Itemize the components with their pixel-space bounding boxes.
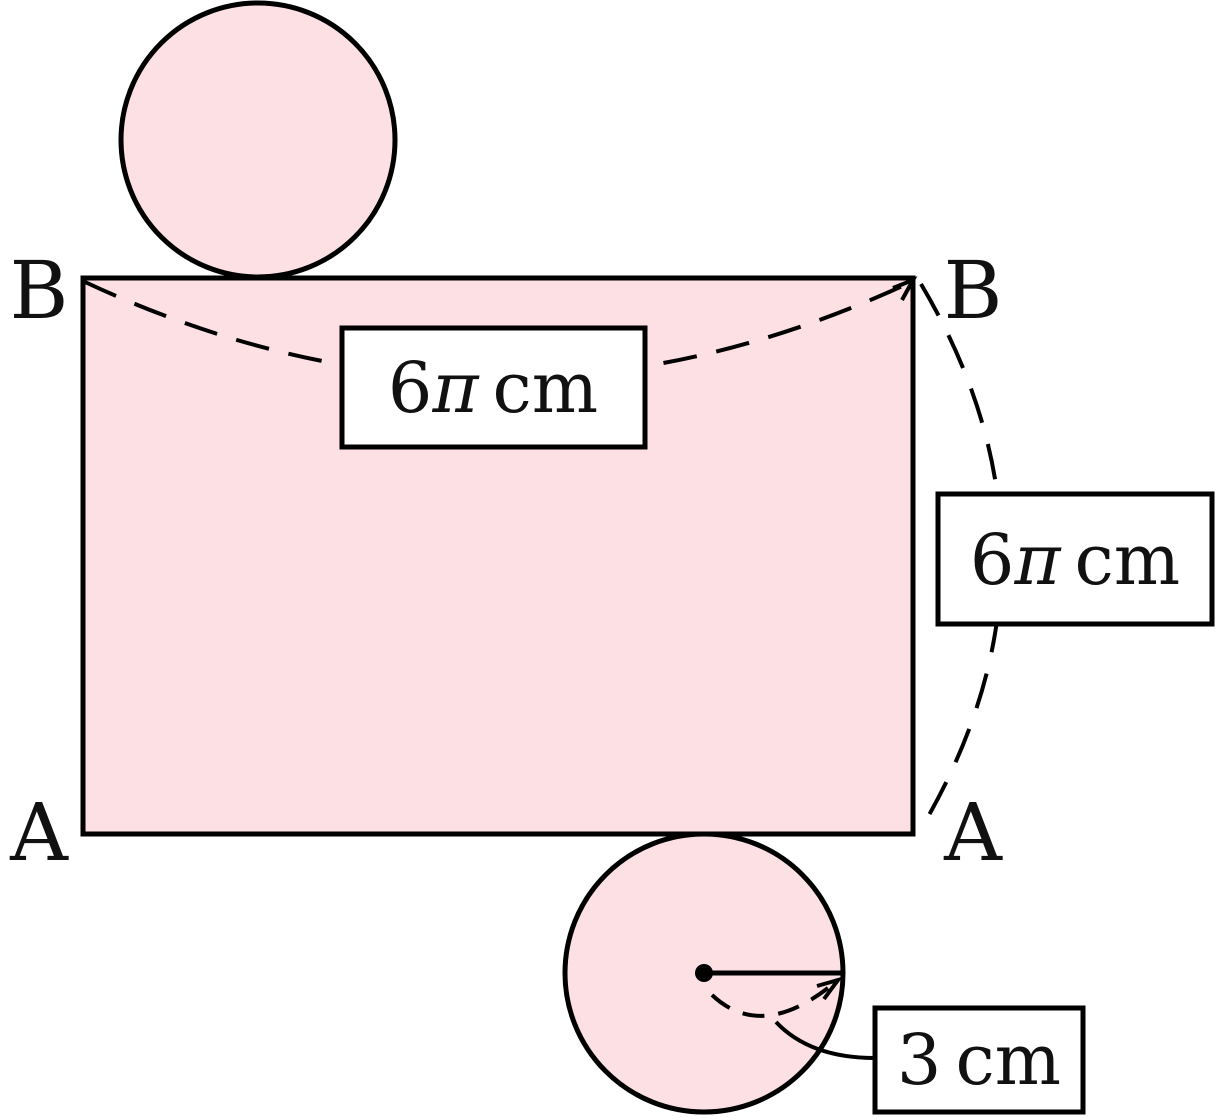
top-width-label-box (339, 325, 648, 450)
radius-angle-arc (710, 986, 830, 1018)
vertex-bottom-left: A (9, 786, 69, 879)
top-base-circle (118, 0, 398, 280)
vertex-top-right: B (944, 244, 1003, 337)
side-height-num: 6 (970, 519, 1015, 601)
radius-label-box (872, 1005, 1086, 1115)
vertex-top-left: B (10, 244, 69, 337)
radius-num: 3 (897, 1019, 942, 1101)
top-width-num: 6 (388, 347, 433, 429)
side-height-label-box (935, 491, 1215, 627)
top-arc-arrowhead (892, 276, 918, 301)
vertex-bottom-right: A (943, 786, 1003, 879)
top-width-pi: π (431, 347, 480, 429)
side-dimension-arc (919, 282, 1004, 831)
side-height-pi: π (1013, 519, 1062, 601)
center-point (695, 964, 713, 982)
side-height-unit: cm (1074, 519, 1180, 601)
top-dimension-arc (84, 280, 912, 381)
top-width-unit: cm (492, 347, 598, 429)
radius-unit: cm (955, 1019, 1061, 1101)
radius-leader-line (774, 1020, 876, 1060)
radius-arc-arrowhead (816, 976, 844, 1001)
